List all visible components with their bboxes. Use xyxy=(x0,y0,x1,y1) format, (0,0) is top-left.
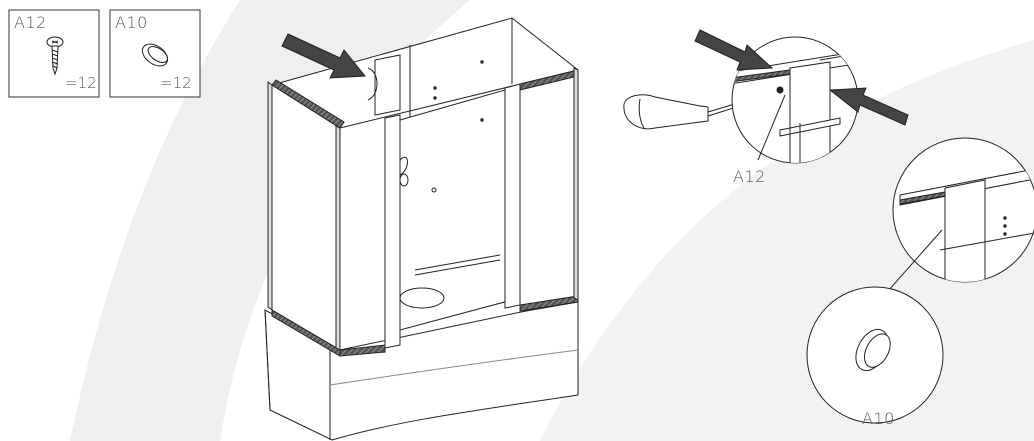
part-qty-a12: =12 xyxy=(65,74,97,92)
arrow-icon xyxy=(694,29,774,71)
detail-circle-cap: A10 xyxy=(806,286,944,428)
part-code-a10: A10 xyxy=(115,13,148,32)
arrow-icon xyxy=(281,33,367,79)
part-box-a12: A12 =12 xyxy=(8,9,100,98)
arrow-icon xyxy=(828,87,909,126)
detail-circle-seam xyxy=(879,137,1034,301)
part-box-a10: A10 =12 xyxy=(109,9,201,98)
part-qty-a10: =12 xyxy=(160,74,192,92)
cap-plug-icon xyxy=(141,43,169,67)
callout-label-a12: A12 xyxy=(733,167,766,186)
cap-plug-icon xyxy=(855,328,891,372)
screwdriver-icon xyxy=(623,91,776,130)
shower-cabin xyxy=(264,17,579,441)
callout-label-a10: A10 xyxy=(862,409,895,428)
screw-icon xyxy=(46,36,64,76)
part-code-a12: A12 xyxy=(14,13,47,32)
